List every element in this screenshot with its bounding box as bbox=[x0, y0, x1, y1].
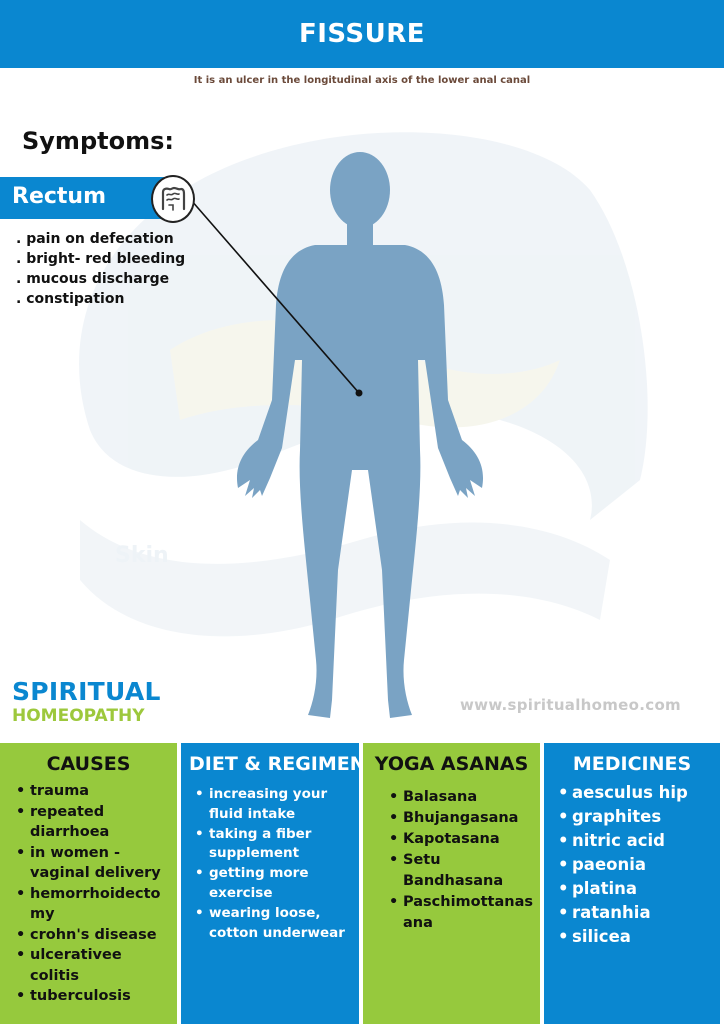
list-item: Bhujangasana bbox=[389, 808, 532, 829]
list-item: increasing your fluid intake bbox=[195, 785, 351, 825]
list-item: crohn's disease bbox=[16, 925, 169, 946]
causes-title: CAUSES bbox=[46, 753, 131, 775]
diet-regimen-panel: DIET & REGIMEN increasing your fluid int… bbox=[181, 743, 366, 1024]
diet-regimen-list: increasing your fluid intake taking a fi… bbox=[189, 785, 351, 943]
list-item: repeated diarrhoea bbox=[16, 802, 169, 843]
list-item: Paschimottanas ana bbox=[389, 892, 533, 934]
website-url: www.spiritualhomeo.com bbox=[460, 696, 681, 714]
background-illustration bbox=[79, 132, 648, 718]
pointer-line bbox=[190, 199, 360, 394]
human-body-icon bbox=[236, 152, 484, 718]
brand-line-2: HOMEOPATHY bbox=[12, 706, 145, 726]
symptoms-heading: Symptoms: bbox=[22, 127, 174, 155]
list-item: aesculus hip bbox=[558, 781, 712, 805]
list-item: in women - vaginal delivery bbox=[16, 843, 169, 884]
symptom-list: . pain on defecation . bright- red bleed… bbox=[16, 229, 185, 309]
intestine-icon bbox=[151, 175, 195, 223]
page-header: FISSURE bbox=[0, 0, 724, 68]
medicines-panel: MEDICINES aesculus hip graphites nitric … bbox=[544, 743, 720, 1024]
list-item: paeonia bbox=[558, 853, 712, 877]
list-item: trauma bbox=[16, 781, 169, 802]
causes-panel: CAUSES trauma repeated diarrhoea in wome… bbox=[0, 743, 177, 1024]
info-columns: CAUSES trauma repeated diarrhoea in wome… bbox=[0, 743, 724, 1024]
list-item: platina bbox=[558, 877, 712, 901]
list-item: ratanhia bbox=[558, 901, 712, 925]
list-item: tuberculosis bbox=[16, 986, 169, 1007]
list-item: . constipation bbox=[16, 291, 125, 307]
list-item: ulcerativee colitis bbox=[16, 945, 169, 986]
list-item: Setu Bandhasana bbox=[389, 850, 532, 892]
skin-label: Skin bbox=[115, 543, 169, 568]
list-item: . mucous discharge bbox=[16, 271, 170, 287]
list-item: Balasana bbox=[389, 787, 532, 808]
list-item: Kapotasana bbox=[389, 829, 532, 850]
yoga-asanas-title: YOGA ASANAS bbox=[374, 753, 529, 775]
list-item: getting more exercise bbox=[195, 864, 351, 904]
list-item: . pain on defecation bbox=[16, 231, 174, 247]
pointer-dot bbox=[355, 389, 363, 397]
list-item: nitric acid bbox=[558, 829, 712, 853]
page-title: FISSURE bbox=[298, 19, 426, 49]
diet-regimen-title: DIET & REGIMEN bbox=[189, 753, 366, 775]
yoga-asanas-list: Balasana Bhujangasana Kapotasana Setu Ba… bbox=[371, 787, 533, 934]
medicines-list: aesculus hip graphites nitric acid paeon… bbox=[552, 781, 712, 949]
list-item: wearing loose, cotton underwear bbox=[195, 904, 351, 944]
brand-line-1: SPIRITUAL bbox=[12, 677, 161, 706]
list-item: . bright- red bleeding bbox=[16, 251, 186, 267]
list-item: silicea bbox=[558, 925, 712, 949]
page-subtitle: It is an ulcer in the longitudinal axis … bbox=[193, 75, 531, 86]
list-item: graphites bbox=[558, 805, 712, 829]
list-item: hemorrhoidecto my bbox=[16, 884, 169, 925]
list-item: taking a fiber supplement bbox=[195, 825, 351, 865]
medicines-title: MEDICINES bbox=[572, 753, 692, 775]
causes-list: trauma repeated diarrhoea in women - vag… bbox=[8, 781, 169, 1007]
brand-logo: SPIRITUAL HOMEOPATHY bbox=[12, 677, 161, 727]
yoga-asanas-panel: YOGA ASANAS Balasana Bhujangasana Kapota… bbox=[363, 743, 540, 1024]
